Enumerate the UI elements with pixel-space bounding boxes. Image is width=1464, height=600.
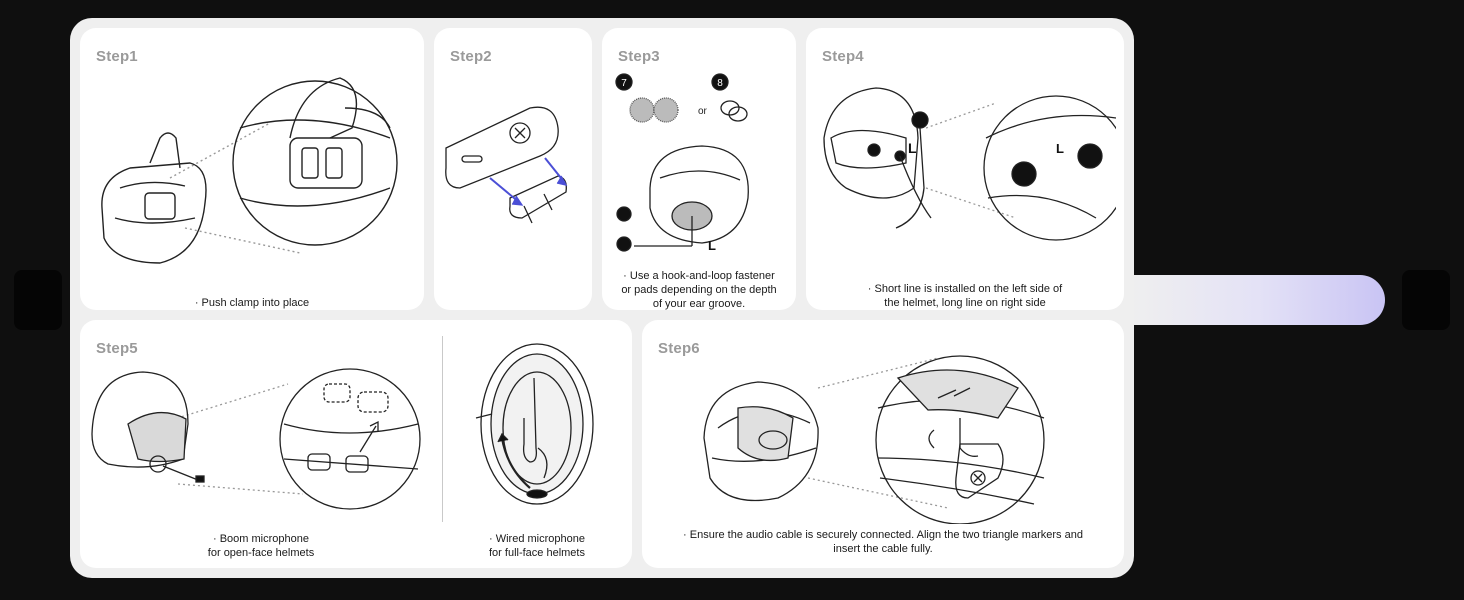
step3-caption: · Use a hook-and-loop fastener or pads d…: [602, 269, 796, 310]
step3-illustration: 7 or 8 L: [612, 68, 792, 258]
step3-side-letter: L: [708, 238, 716, 253]
step4-label: Step4: [822, 48, 864, 65]
step2-label: Step2: [450, 48, 492, 65]
step4-detail-letter: L: [1056, 141, 1064, 156]
step5-boom-caption-line: · Boom microphone: [213, 533, 309, 545]
step6-caption-line: insert the cable fully.: [833, 543, 933, 555]
step5-boom-illustration: [88, 364, 428, 514]
step5-card: Step5: [80, 320, 632, 568]
step4-card: Step4 L L · Short line: [806, 28, 1124, 310]
instruction-sheet: Step1 · Push clamp into place: [70, 18, 1134, 578]
step4-side-letter: L: [908, 140, 917, 156]
step5-wired-caption-line: for full-face helmets: [489, 547, 585, 559]
right-tab: [1402, 270, 1450, 330]
step5-label: Step5: [96, 340, 138, 357]
step1-illustration: [90, 68, 420, 278]
step6-caption-line: · Ensure the audio cable is securely con…: [683, 529, 1083, 541]
step5-wired-caption-line: · Wired microphone: [489, 533, 585, 545]
step3-option-a-badge: 7: [621, 78, 627, 89]
step1-label: Step1: [96, 48, 138, 65]
left-tab: [14, 270, 62, 330]
step2-card: Step2: [434, 28, 592, 310]
step4-caption-line: the helmet, long line on right side: [884, 297, 1046, 309]
step5-divider: [442, 336, 443, 522]
step6-illustration: [698, 348, 1058, 524]
step1-card: Step1 · Push clamp into place: [80, 28, 424, 310]
step3-option-b-badge: 8: [717, 78, 723, 89]
step4-caption: · Short line is installed on the left si…: [806, 282, 1124, 310]
step6-caption: · Ensure the audio cable is securely con…: [642, 528, 1124, 556]
step3-caption-line: of your ear groove.: [652, 298, 746, 310]
step2-illustration: [440, 88, 588, 238]
step5-wired-caption: · Wired microphone for full-face helmets: [442, 532, 632, 560]
step6-card: Step6: [642, 320, 1124, 568]
slider-handle[interactable]: [1130, 275, 1385, 325]
step3-card: Step3 7 or 8 L ·: [602, 28, 796, 310]
step6-label: Step6: [658, 340, 700, 357]
step3-caption-line: · Use a hook-and-loop fastener: [623, 270, 775, 282]
step3-label: Step3: [618, 48, 660, 65]
step4-caption-line: · Short line is installed on the left si…: [867, 283, 1063, 295]
step5-wired-illustration: [472, 338, 602, 510]
step3-or-text: or: [698, 106, 708, 117]
step4-illustration: L L: [816, 78, 1116, 258]
step5-boom-caption: · Boom microphone for open-face helmets: [80, 532, 442, 560]
step3-caption-line: or pads depending on the depth: [621, 284, 777, 296]
step1-caption: · Push clamp into place: [194, 297, 310, 309]
step5-boom-caption-line: for open-face helmets: [207, 547, 315, 559]
